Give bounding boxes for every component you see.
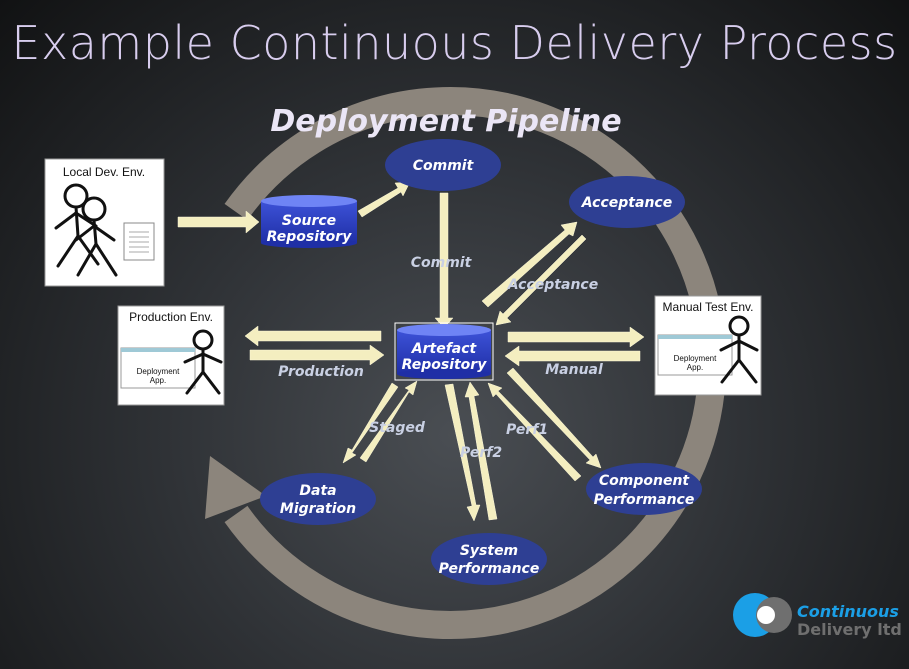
arrow-system-perf-to-artefact (464, 381, 498, 521)
local-dev-env: Local Dev. Env. (44, 158, 165, 287)
node-component-performance: Component Performance (586, 463, 702, 515)
svg-text:Acceptance: Acceptance (581, 195, 672, 211)
svg-text:Commit: Commit (413, 158, 475, 174)
svg-text:Component: Component (599, 473, 691, 489)
svg-text:Local Dev. Env.: Local Dev. Env. (63, 165, 145, 179)
arrow-local-to-source (177, 210, 260, 234)
node-acceptance: Acceptance (569, 176, 685, 228)
deployment-app-window (120, 347, 196, 389)
arrow-artefact-to-production (244, 325, 382, 347)
svg-text:App.: App. (687, 363, 703, 372)
ring-arrowhead (205, 456, 266, 519)
node-system-performance: System Performance (431, 533, 547, 585)
source-repository: Source Repository (261, 195, 357, 248)
arrow-label-perf1: Perf1 (506, 422, 548, 438)
arrow-data-migration-to-artefact (359, 380, 418, 463)
arrow-label-manual: Manual (545, 362, 603, 378)
developer-figure-icon (54, 183, 118, 277)
continuous-delivery-logo: Continuous Delivery ltd (733, 593, 902, 639)
arrow-artefact-to-system-perf (444, 383, 481, 522)
manual-test-env: Manual Test Env. Deployment App. (654, 295, 762, 396)
svg-text:Data: Data (299, 483, 336, 499)
svg-text:System: System (460, 543, 518, 559)
arrow-label-acceptance: Acceptance (507, 277, 598, 293)
arrow-label-commit: Commit (411, 255, 473, 271)
svg-text:Production Env.: Production Env. (129, 310, 213, 324)
arrow-artefact-to-manual (507, 326, 645, 348)
arrow-artefact-to-component-perf (506, 367, 602, 469)
arrow-artefact-to-acceptance (481, 221, 578, 308)
svg-text:Performance: Performance (439, 561, 540, 577)
arrow-artefact-to-data-migration (342, 382, 399, 464)
arrow-label-production: Production (278, 364, 364, 380)
svg-text:Manual Test Env.: Manual Test Env. (663, 300, 754, 314)
production-env: Production Env. Deployment App. (117, 305, 225, 406)
slide-title: Example Continuous Delivery Process (11, 16, 898, 70)
node-commit: Commit (385, 139, 501, 191)
arrow-component-perf-to-artefact (487, 382, 582, 482)
arrow-source-to-commit (357, 181, 411, 218)
svg-text:Repository: Repository (402, 357, 488, 373)
arrow-manual-to-artefact (504, 345, 641, 367)
svg-text:Repository: Repository (267, 229, 353, 245)
svg-text:Performance: Performance (594, 492, 695, 508)
artefact-repository: Artefact Repository (394, 322, 494, 381)
pipeline-title: Deployment Pipeline (270, 104, 621, 139)
svg-text:Migration: Migration (280, 501, 356, 517)
svg-text:Deployment: Deployment (137, 367, 180, 376)
tester-figure-icon (719, 315, 759, 384)
document-icon (123, 222, 155, 261)
svg-text:App.: App. (150, 376, 166, 385)
arrow-group (177, 181, 645, 522)
arrow-production-to-artefact (249, 344, 385, 366)
logo-text-line2: Delivery ltd (797, 620, 902, 639)
operator-figure-icon (183, 329, 223, 395)
svg-text:Artefact: Artefact (411, 341, 478, 357)
arrow-acceptance-to-artefact (495, 234, 587, 326)
arrow-label-perf2: Perf2 (460, 445, 502, 461)
svg-text:Deployment: Deployment (674, 354, 717, 363)
logo-text-line1: Continuous (797, 602, 899, 621)
arrow-label-staged: Staged (369, 420, 426, 436)
svg-text:Source: Source (282, 213, 336, 229)
node-data-migration: Data Migration (260, 473, 376, 525)
